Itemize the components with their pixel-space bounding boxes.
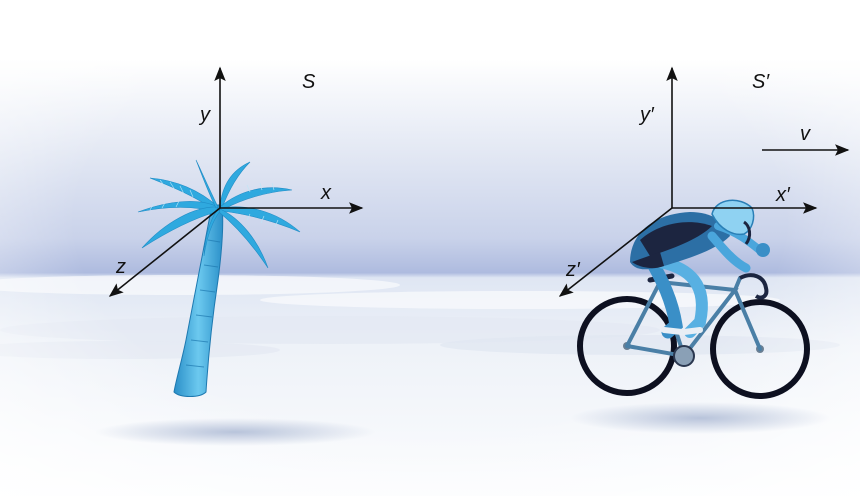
cyclist-shadow (570, 402, 830, 434)
s-prime-z-label: z′ (565, 259, 581, 281)
frame-s-prime-label: S′ (752, 71, 770, 93)
s-prime-x-label: x′ (775, 184, 791, 206)
palm-shadow (95, 418, 375, 446)
velocity-label: v (800, 123, 811, 145)
s-prime-y-label: y′ (638, 104, 655, 126)
frame-s-label: S (302, 71, 316, 93)
s-x-label: x (320, 182, 332, 204)
s-y-label: y (198, 104, 211, 126)
s-z-label: z (115, 256, 126, 278)
